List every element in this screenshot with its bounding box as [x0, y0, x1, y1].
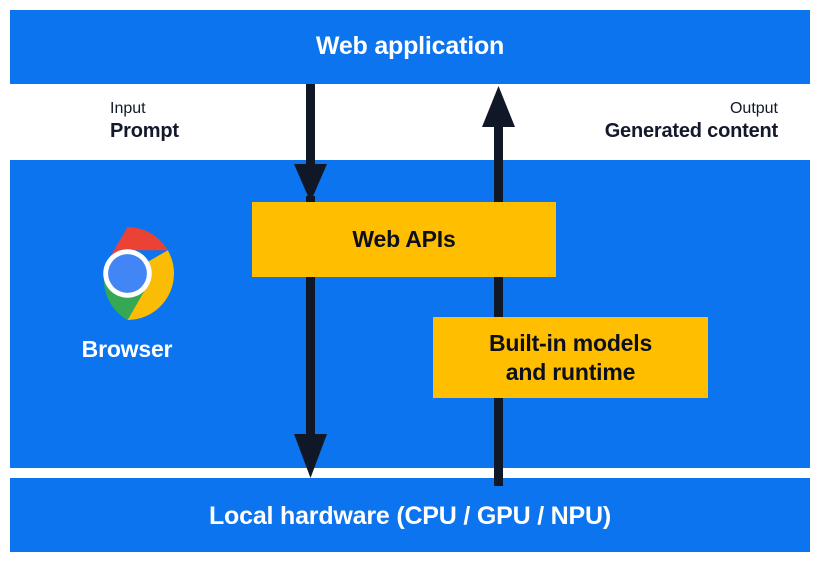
browser-caption: Browser — [81, 336, 173, 362]
band-local-hardware-label: Local hardware (CPU / GPU / NPU) — [208, 502, 611, 530]
band-web-application-label: Web application — [315, 32, 505, 60]
browser-group: Browser — [62, 225, 192, 361]
box-built-in-models-label: Built-in models and runtime — [489, 329, 652, 385]
flow-input-value: Prompt — [110, 119, 179, 142]
flow-output-kind: Output — [729, 100, 778, 117]
band-web-application: Web application — [10, 10, 810, 84]
box-built-in-models: Built-in models and runtime — [433, 317, 708, 398]
flow-output-value: Generated content — [604, 119, 779, 142]
box-web-apis: Web APIs — [252, 202, 556, 277]
up-arrow-icon — [476, 86, 521, 486]
box-built-in-models-line2: and runtime — [505, 358, 636, 385]
flow-label-input: Input Prompt — [110, 99, 179, 143]
box-built-in-models-line1: Built-in models — [488, 330, 653, 357]
band-local-hardware: Local hardware (CPU / GPU / NPU) — [10, 478, 810, 552]
down-arrow-icon — [288, 84, 333, 480]
flow-input-kind: Input — [110, 100, 146, 117]
flow-label-output: Output Generated content — [604, 99, 779, 143]
chrome-logo-icon — [102, 226, 174, 321]
box-web-apis-label: Web APIs — [352, 226, 456, 252]
